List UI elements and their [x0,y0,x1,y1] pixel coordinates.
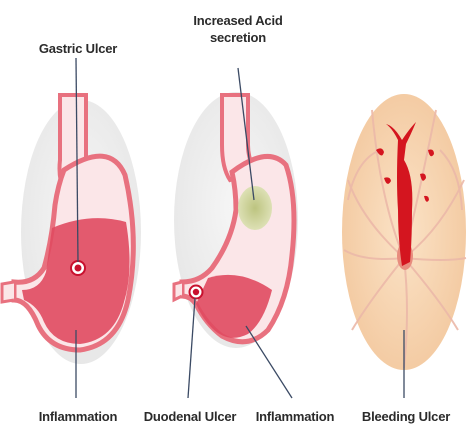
duodenal-ulcer-core [193,289,199,295]
label-inflammation-left: Inflammation [30,408,126,425]
bleeding-ulcer-panel [342,94,466,398]
middle-duodenum [174,282,182,300]
label-gastric-ulcer: Gastric Ulcer [30,40,126,57]
label-duodenal-ulcer: Duodenal Ulcer [140,408,240,425]
label-increased-acid-line2: secretion [183,29,293,46]
label-increased-acid-secretion: Increased Acid secretion [183,12,293,46]
label-increased-acid-line1: Increased Acid [183,12,293,29]
duodenal-ulcer-panel [174,68,298,398]
inflammation-middle-leader [246,326,292,398]
label-inflammation-middle: Inflammation [247,408,343,425]
acid-patch [238,186,272,230]
gastric-ulcer-panel [2,58,141,398]
left-duodenum [2,282,14,302]
label-bleeding-ulcer: Bleeding Ulcer [356,408,456,425]
gastric-ulcer-core [75,265,82,272]
duodenal-ulcer-leader [188,298,195,398]
